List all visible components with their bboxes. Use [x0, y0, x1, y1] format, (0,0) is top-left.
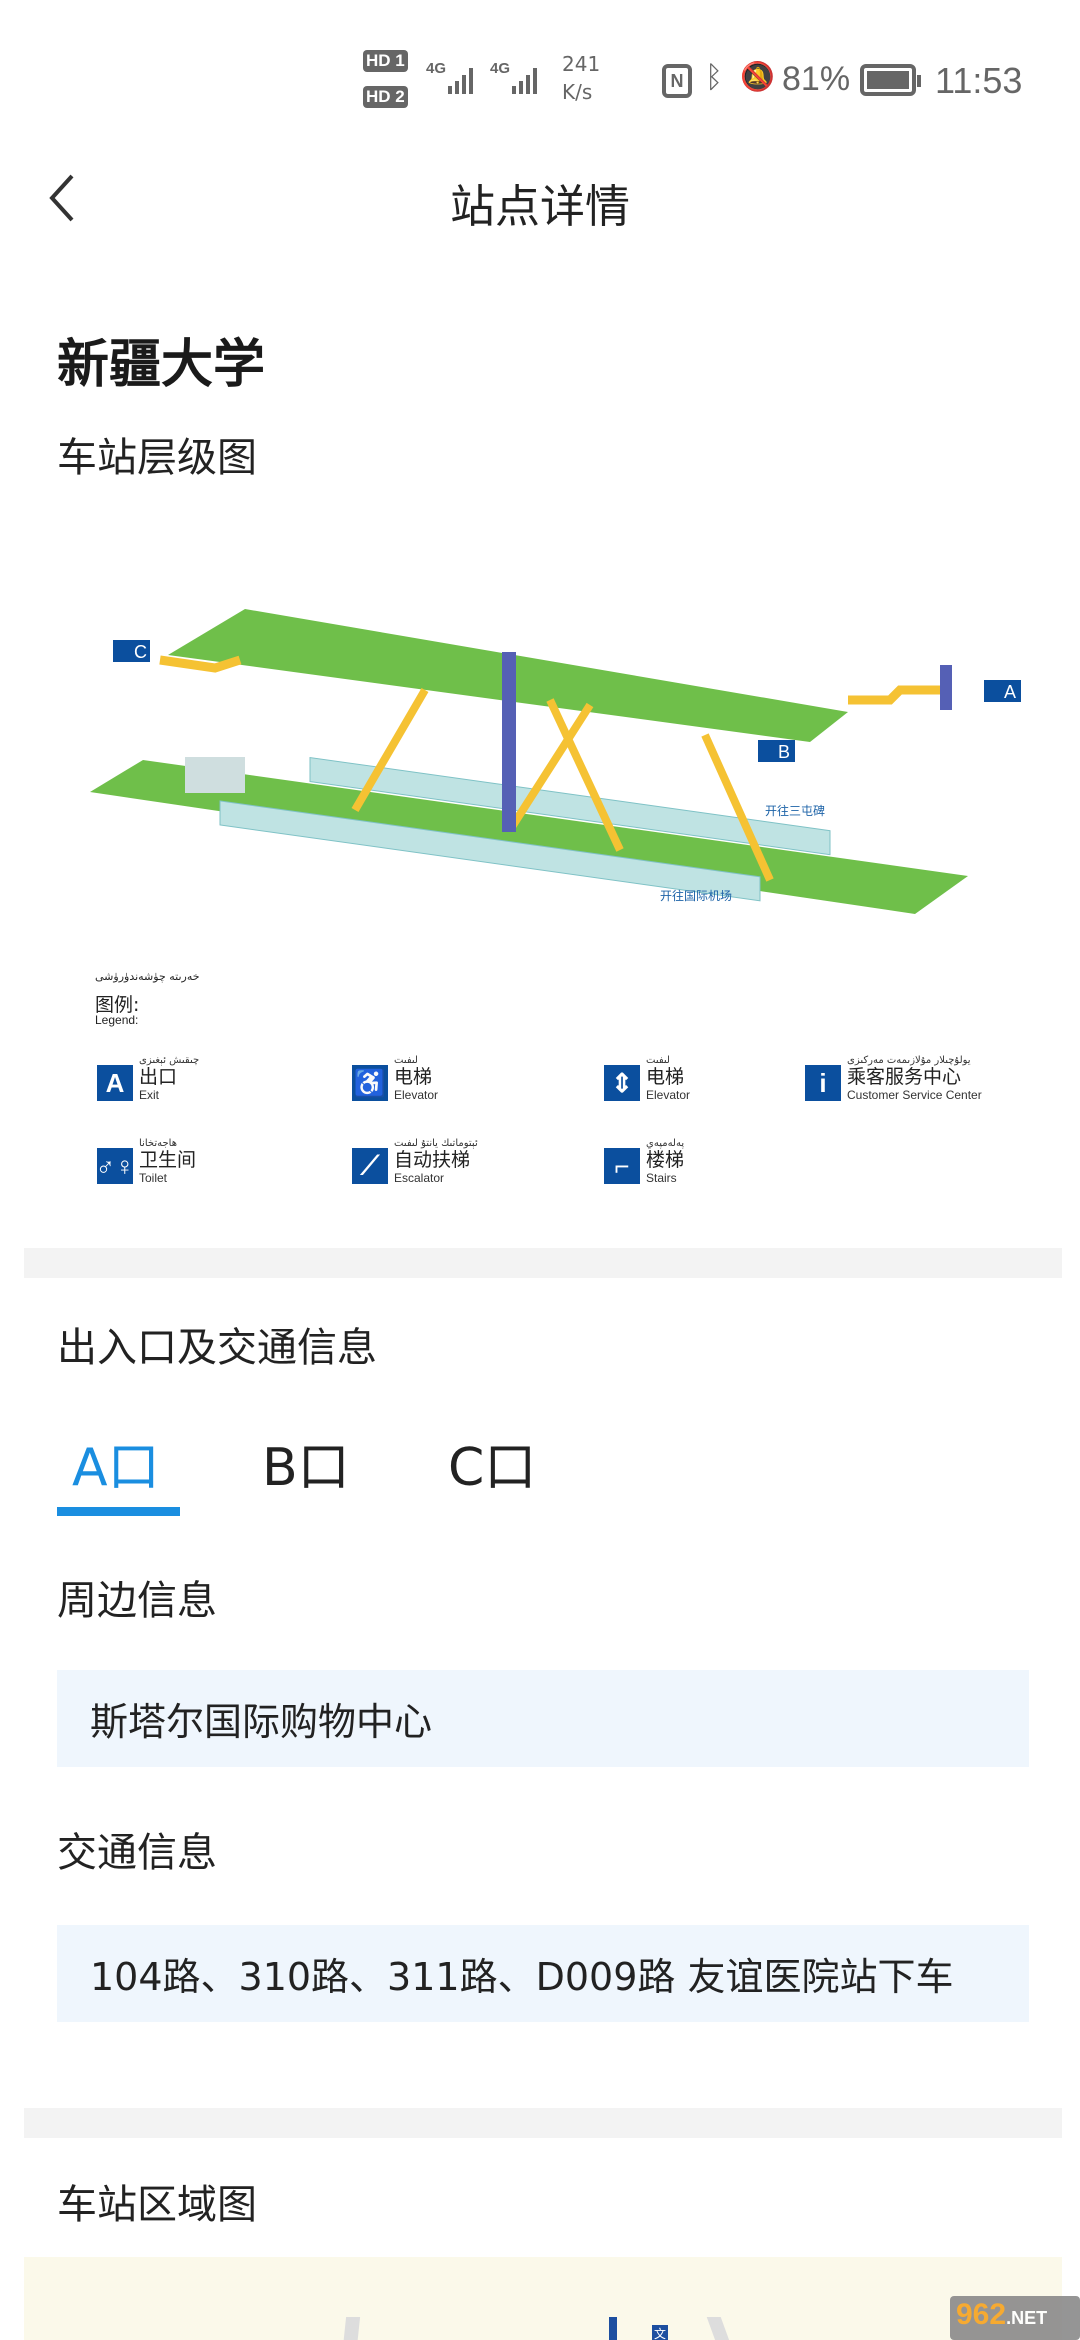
active-tab-indicator [57, 1507, 180, 1516]
poi-marker: 文 [652, 2325, 668, 2340]
exit-a-label: A [1004, 682, 1016, 702]
sim2-badge: HD 2 [363, 86, 408, 108]
elevator-shaft-a [940, 665, 952, 710]
passage-c [159, 655, 242, 673]
sim1-badge: HD 1 [363, 50, 408, 72]
legend-zh: 自动扶梯 [394, 1149, 471, 1171]
customer-service-icon: i [805, 1065, 841, 1101]
legend-en: Elevator [394, 1088, 439, 1102]
surroundings-heading: 周边信息 [57, 1578, 217, 1624]
legend-ug: لىفىت [394, 1055, 418, 1066]
net-speed: 241 [562, 52, 601, 76]
escalator [506, 702, 594, 833]
watermark-main: 962 [956, 2298, 1007, 2331]
legend-en: Toilet [139, 1171, 168, 1185]
legend-en: Stairs [646, 1171, 677, 1185]
status-bar: HD 1 HD 2 4G 4G 241 K/s N ᛒ 🔕 81% 11:53 [0, 0, 1080, 150]
exit-c-sign [113, 640, 150, 662]
page-title: 站点详情 [449, 180, 630, 233]
tab-exit-a[interactable]: A口 [72, 1438, 160, 1498]
mute-bell-icon: 🔕 [740, 60, 775, 93]
legend-zh: 电梯 [646, 1066, 685, 1088]
transit-info: 104路、310路、311路、D009路 友谊医院站下车 [57, 1925, 1029, 2022]
section-divider [24, 2108, 1062, 2138]
elevator-icon: ⇕ [604, 1065, 640, 1101]
escalator [701, 733, 774, 882]
exit-a-sign [984, 680, 1021, 702]
exit-b-sign [758, 740, 795, 762]
service-box [185, 757, 245, 793]
legend-en: Elevator [646, 1088, 691, 1102]
net-speed-unit: K/s [562, 80, 593, 104]
toilet-icon: ♂♀ [96, 1148, 135, 1184]
legend-zh: 楼梯 [646, 1149, 685, 1171]
battery-icon [860, 64, 916, 96]
legend-ug: چىقىش ئېغىزى [139, 1055, 200, 1066]
stairs-icon: ⌐ [604, 1148, 640, 1184]
legend-title: 图例: [95, 994, 140, 1016]
train-upper [309, 756, 831, 856]
station-area-map[interactable]: 文 [24, 2257, 1062, 2340]
legend-item: ♂♀ ھاجەتخانا 卫生间 Toilet [96, 1138, 197, 1185]
tab-exit-c[interactable]: C口 [448, 1438, 537, 1498]
exit-icon: A [97, 1065, 133, 1101]
legend-item: i يولۇچىلار مۇلازىمەت مەركىزى 乘客服务中心 Cus… [805, 1055, 982, 1102]
road [341, 2317, 361, 2340]
watermark-suffix: .NET [1006, 2308, 1048, 2328]
elevator-shaft [502, 652, 516, 832]
legend-item: A چىقىش ئېغىزى 出口 Exit [97, 1055, 199, 1102]
legend-en: Customer Service Center [847, 1088, 982, 1102]
metro-line [609, 2317, 617, 2340]
legend-ug: لىفىت [646, 1055, 670, 1066]
signal-icon [512, 68, 537, 94]
network-type-1: 4G [426, 60, 447, 77]
tab-exit-b[interactable]: B口 [262, 1438, 350, 1498]
watermark-logo: 962.NET [950, 2296, 1080, 2340]
legend-zh: 出口 [139, 1066, 178, 1088]
legend-ug: ھاجەتخانا [139, 1138, 177, 1149]
escalator [351, 687, 429, 813]
train-lower [219, 800, 761, 902]
legend-ug: يولۇچىلار مۇلازىمەت مەركىزى [847, 1055, 971, 1066]
bluetooth-icon: ᛒ [705, 60, 723, 95]
exits-heading: 出入口及交通信息 [57, 1325, 377, 1371]
legend-ug: پەلەمپەي [646, 1138, 685, 1149]
clock: 11:53 [935, 60, 1023, 101]
back-button[interactable] [40, 168, 90, 228]
legend-title-en: Legend: [95, 1013, 139, 1027]
legend-en: Exit [139, 1088, 160, 1102]
legend-item: ⌐ پەلەمپەي 楼梯 Stairs [604, 1138, 684, 1185]
legend-title-ug: خەرىتە چۈشەندۈرۈشى [95, 970, 200, 983]
passage-a [848, 685, 940, 705]
legend-item: ⟋ ئېتوماتىك يانتۇ لىفىت 自动扶梯 Escalator [352, 1138, 478, 1185]
station-name: 新疆大学 [57, 335, 266, 395]
signal-icon [448, 68, 473, 94]
legend-zh: 卫生间 [139, 1149, 197, 1171]
legend-item: ⇕ لىفىت 电梯 Elevator [604, 1055, 690, 1102]
surroundings-info: 斯塔尔国际购物中心 [57, 1670, 1029, 1767]
legend-zh: 乘客服务中心 [847, 1066, 962, 1088]
road [706, 2317, 736, 2340]
escalator [546, 698, 624, 852]
legend-en: Escalator [394, 1171, 445, 1185]
battery-tip [917, 75, 921, 87]
direction-label: 开往三屯碑 [765, 803, 825, 818]
transit-heading: 交通信息 [57, 1830, 217, 1876]
legend-ug: ئېتوماتىك يانتۇ لىفىت [394, 1138, 478, 1149]
network-type-2: 4G [490, 60, 511, 77]
level-map-heading: 车站层级图 [57, 435, 257, 481]
accessible-elevator-icon: ♿ [352, 1065, 388, 1101]
nfc-icon: N [662, 64, 692, 98]
legend-item: ♿ لىفىت 电梯 Elevator [352, 1055, 438, 1102]
area-map-heading: 车站区域图 [57, 2182, 257, 2228]
legend-zh: 电梯 [394, 1066, 433, 1088]
exit-b-label: B [778, 742, 790, 762]
battery-percent: 81% [782, 60, 851, 98]
station-level-diagram[interactable]: C A B 开往三屯碑 开往国际机场 [0, 560, 1080, 940]
exit-c-label: C [134, 642, 147, 662]
direction-label: 开往国际机场 [660, 888, 732, 903]
section-divider [24, 1248, 1062, 1278]
escalator-icon: ⟋ [352, 1148, 388, 1184]
